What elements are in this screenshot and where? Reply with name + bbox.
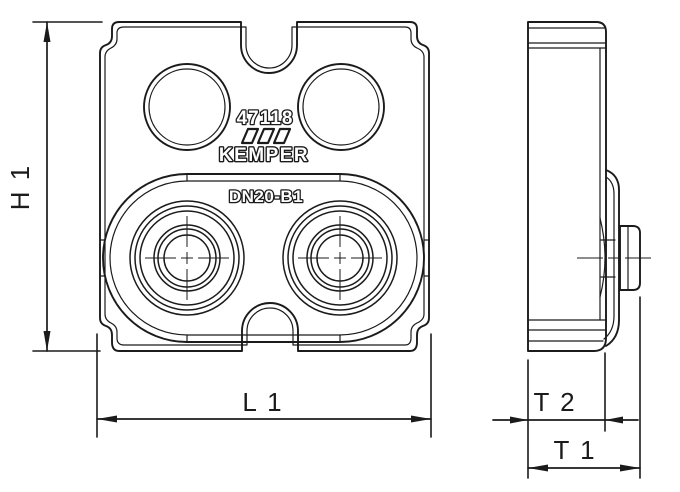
t1-arrow-left <box>528 464 548 472</box>
front-view: 47118 KEMPER DN20-B1 <box>99 21 430 352</box>
body-bottom-lines <box>527 319 607 342</box>
bore-circle <box>297 63 385 151</box>
port-ring <box>292 210 388 306</box>
t2-arrow-left <box>510 416 528 424</box>
upper-bore-right <box>297 63 385 151</box>
h1-arrow-up <box>43 22 51 42</box>
l1-label: L 1 <box>242 387 283 417</box>
l1-arrow-right <box>411 415 431 423</box>
t2-arrow-right <box>605 416 623 424</box>
plate-edge-ticks <box>99 239 430 277</box>
lobe-tangent-ticks <box>186 173 341 343</box>
flange-inner-line <box>603 176 615 340</box>
h1-witness-lines <box>32 21 103 352</box>
port-left <box>129 200 245 316</box>
upper-bore-left <box>143 63 231 151</box>
bore-circle-inner <box>302 68 380 146</box>
t2-label: T 2 <box>533 387 576 417</box>
model-text: DN20-B1 <box>229 187 303 206</box>
side-view <box>527 21 651 352</box>
port-ring <box>287 205 393 311</box>
port-ring <box>139 210 235 306</box>
body-top-lines <box>527 27 606 49</box>
plate-outline <box>99 21 430 352</box>
lobe-silhouette-curve <box>599 217 616 298</box>
port-ring <box>134 205 240 311</box>
flange-outline <box>605 169 620 347</box>
port-right <box>282 200 398 316</box>
dimension-t1: T 1 <box>527 296 641 479</box>
dimension-t2: T 2 <box>492 352 639 479</box>
body-outline <box>527 21 607 352</box>
port-ring <box>129 200 245 316</box>
brand-text: KEMPER <box>219 145 309 166</box>
h1-arrow-down <box>43 331 51 351</box>
branding: 47118 KEMPER DN20-B1 <box>217 107 309 208</box>
logo-bars <box>240 127 292 145</box>
bore-circle-inner <box>148 68 226 146</box>
center-mark <box>145 216 229 300</box>
center-mark <box>298 216 382 300</box>
l1-arrow-left <box>97 415 117 423</box>
t1-arrow-right <box>620 464 640 472</box>
bore-circle <box>143 63 231 151</box>
h1-label: H 1 <box>5 164 35 210</box>
boss-outline <box>619 225 641 291</box>
dimension-l1: L 1 <box>96 333 432 438</box>
dimension-h1: H 1 <box>5 21 103 352</box>
port-ring <box>282 200 398 316</box>
l1-extension-lines <box>96 333 432 438</box>
kemper-logo-icon <box>240 127 292 145</box>
plate-inner-contour <box>104 26 425 346</box>
part-number-text: 47118 <box>237 108 294 129</box>
t2-extension-lines <box>527 352 606 479</box>
t1-label: T 1 <box>553 435 596 465</box>
